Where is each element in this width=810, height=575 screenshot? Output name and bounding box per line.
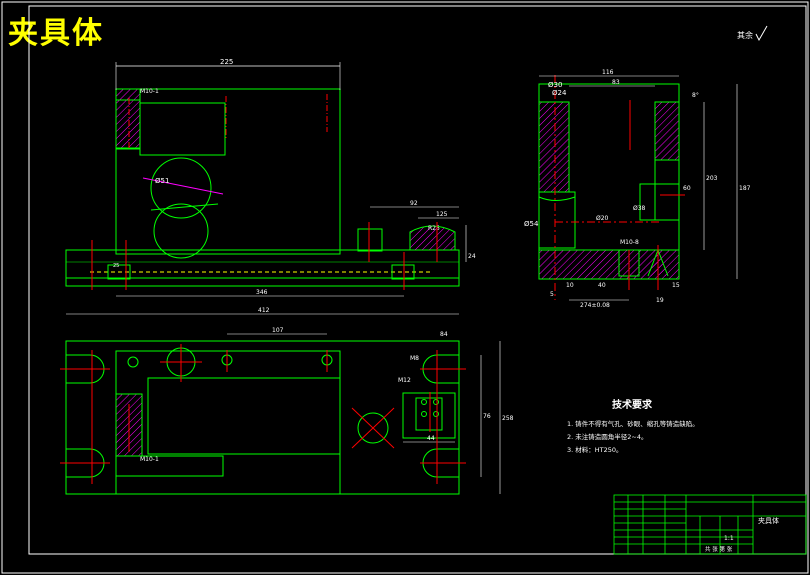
tech-req-heading: 技术要求: [612, 398, 653, 411]
dim-25: 25: [113, 263, 119, 269]
dim-m10-top: M10-1: [140, 88, 159, 95]
dim-top-width: 225: [220, 58, 233, 66]
dim-m12: M12: [398, 377, 411, 384]
dim-dia54: Ø54: [524, 220, 539, 228]
tech-req-item-2: 2. 未注铸造圆角半径2~4。: [567, 432, 648, 441]
dim-m10-side: M10-8: [620, 239, 639, 246]
dim-dia20: Ø20: [596, 215, 609, 222]
dim-dia24: Ø24: [552, 89, 567, 97]
dim-5: 5: [550, 291, 554, 298]
dim-187: 187: [739, 185, 751, 192]
title-block-scale: 1:1: [724, 535, 734, 542]
drawing-title: 夹具体: [8, 16, 104, 51]
dim-m10-bot: M10-1: [140, 456, 159, 463]
dim-83: 83: [612, 79, 620, 86]
dim-116: 116: [602, 69, 614, 76]
dim-dia38: Ø38: [633, 205, 646, 212]
surface-finish-label: 其余: [737, 30, 753, 40]
dim-8deg: 8°: [692, 92, 699, 99]
dim-15: 15: [672, 282, 680, 289]
front-view: 225 M10-1 Ø51 25 92 125 R25 24: [65, 58, 476, 315]
tech-requirements: 技术要求 1. 铸件不得有气孔、砂眼、缩孔等铸造缺陷。 2. 未注铸造圆角半径2…: [567, 398, 699, 454]
dim-274: 274±0.08: [580, 302, 610, 309]
dim-107: 107: [272, 327, 284, 334]
top-view: M10-1 107 M12 M8 44 84 76 258: [60, 327, 514, 495]
dim-dia30: Ø30: [548, 81, 562, 89]
dim-r25: R25: [428, 225, 440, 232]
dim-44: 44: [427, 435, 435, 442]
inner-border: [28, 5, 807, 555]
dim-m8: M8: [410, 355, 419, 362]
tech-req-item-1: 1. 铸件不得有气孔、砂眼、缩孔等铸造缺陷。: [567, 419, 699, 428]
dim-203: 203: [706, 175, 718, 182]
dim-346: 346: [256, 289, 268, 296]
title-block-part-name: 夹具体: [758, 516, 779, 525]
side-view: 116 83 Ø30 Ø24 8° 203 187 Ø54 Ø38 60 Ø20…: [524, 69, 751, 309]
dim-19: 19: [656, 297, 664, 304]
dim-92: 92: [410, 200, 418, 207]
title-block-sheet: 共 张 第 张: [705, 545, 733, 553]
dim-76: 76: [483, 413, 491, 420]
dim-10: 10: [566, 282, 574, 289]
title-block: [613, 494, 807, 555]
dim-d24: 24: [468, 253, 476, 260]
tech-req-item-3: 3. 材料：HT250。: [567, 445, 623, 454]
dim-125: 125: [436, 211, 448, 218]
dim-40: 40: [598, 282, 606, 289]
dim-84: 84: [440, 331, 448, 338]
dim-258: 258: [502, 415, 514, 422]
dim-412: 412: [258, 307, 270, 314]
dim-60: 60: [683, 185, 691, 192]
surface-finish-icon: [755, 25, 768, 42]
dim-dia-circle: Ø51: [155, 177, 169, 185]
